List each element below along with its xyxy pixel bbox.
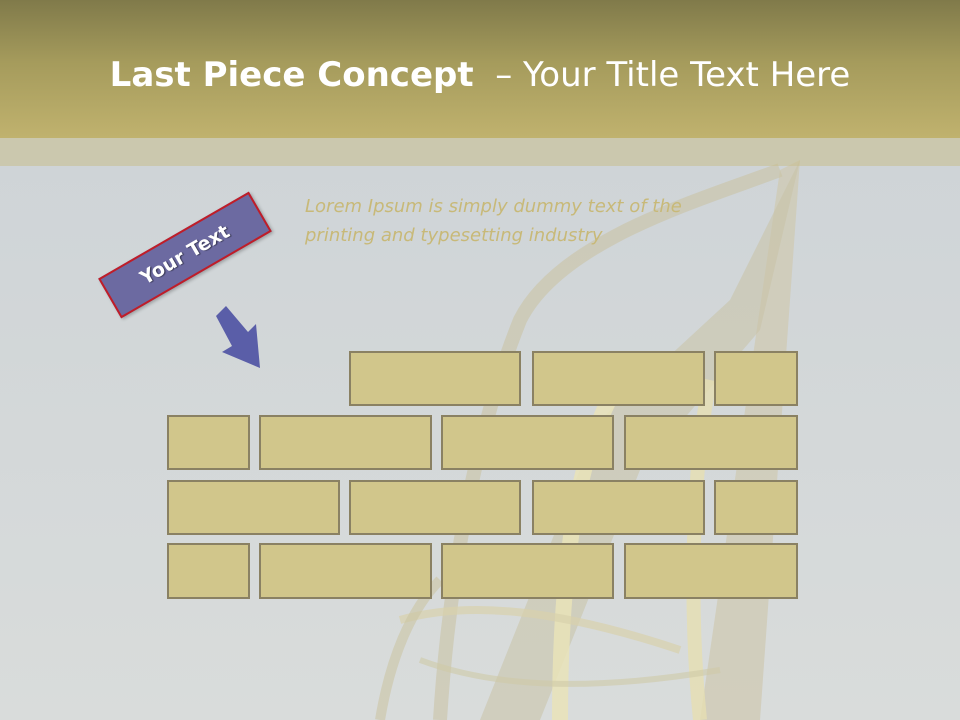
slide-title: Last Piece Concept – Your Title Text Her… xyxy=(0,52,960,98)
brick xyxy=(167,543,250,599)
brick xyxy=(441,415,614,470)
body-text: Lorem Ipsum is simply dummy text of the … xyxy=(305,196,682,246)
brick xyxy=(167,480,340,535)
brick xyxy=(259,543,432,599)
brick xyxy=(441,543,614,599)
title-bar xyxy=(0,0,960,138)
title-spacer xyxy=(474,55,496,95)
brick xyxy=(714,480,798,535)
brick xyxy=(167,415,250,470)
brick xyxy=(349,480,521,535)
brick xyxy=(624,415,798,470)
brick xyxy=(532,480,705,535)
brick xyxy=(532,351,705,406)
brick xyxy=(714,351,798,406)
brick xyxy=(259,415,432,470)
title-strip xyxy=(0,138,960,166)
down-right-arrow-icon xyxy=(216,306,260,368)
brick xyxy=(624,543,798,599)
title-bold-part: Last Piece Concept xyxy=(109,55,474,95)
brick xyxy=(349,351,521,406)
title-rest-part: – Your Title Text Here xyxy=(495,55,851,95)
